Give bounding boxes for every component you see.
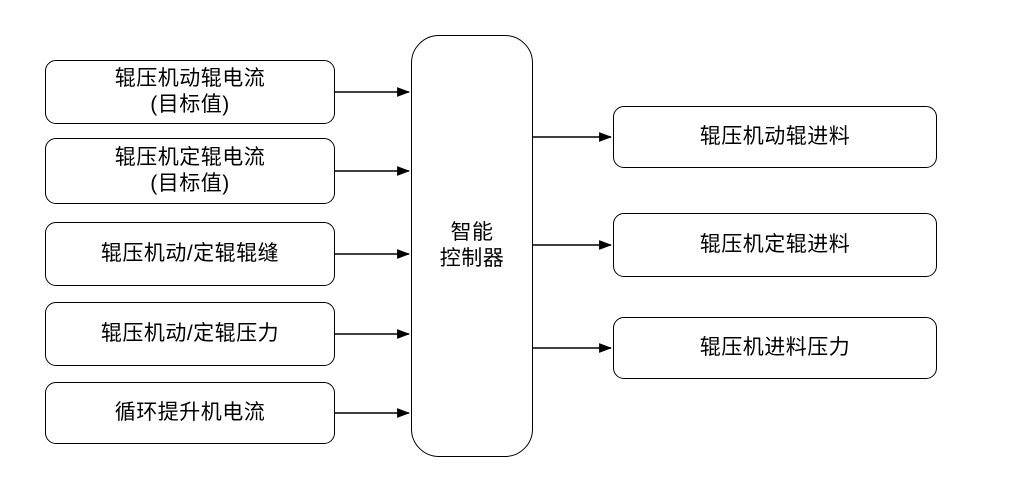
box-label-line: 辊压机定辊电流: [114, 145, 266, 169]
box-label-line: 辊压机动/定辊辊缝: [100, 241, 280, 265]
output-box-moving-roller-feed: 辊压机动辊进料: [613, 106, 937, 168]
box-label-line: 辊压机进料压力: [699, 335, 851, 359]
output-box-fixed-roller-feed: 辊压机定辊进料: [613, 213, 937, 277]
input-box-circulating-elevator-current: 循环提升机电流: [45, 382, 335, 444]
box-label-line: 辊压机动辊进料: [699, 124, 851, 148]
controller-label-line: 智能: [450, 220, 494, 244]
box-label-line: 辊压机定辊进料: [699, 232, 851, 256]
controller-label-line: 控制器: [439, 247, 505, 270]
input-box-roller-gap: 辊压机动/定辊辊缝: [45, 222, 335, 286]
output-box-feed-pressure: 辊压机进料压力: [613, 317, 937, 379]
input-box-moving-roller-current-target: 辊压机动辊电流 (目标值): [45, 60, 335, 124]
box-label-line: (目标值): [150, 172, 230, 195]
box-label-line: (目标值): [150, 93, 230, 116]
controller-box: 智能 控制器: [411, 35, 533, 457]
box-label-line: 循环提升机电流: [114, 400, 266, 424]
box-label-line: 辊压机动辊电流: [114, 66, 266, 90]
box-label-line: 辊压机动/定辊压力: [100, 321, 280, 345]
input-box-roller-pressure: 辊压机动/定辊压力: [45, 302, 335, 366]
input-box-fixed-roller-current-target: 辊压机定辊电流 (目标值): [45, 138, 335, 204]
